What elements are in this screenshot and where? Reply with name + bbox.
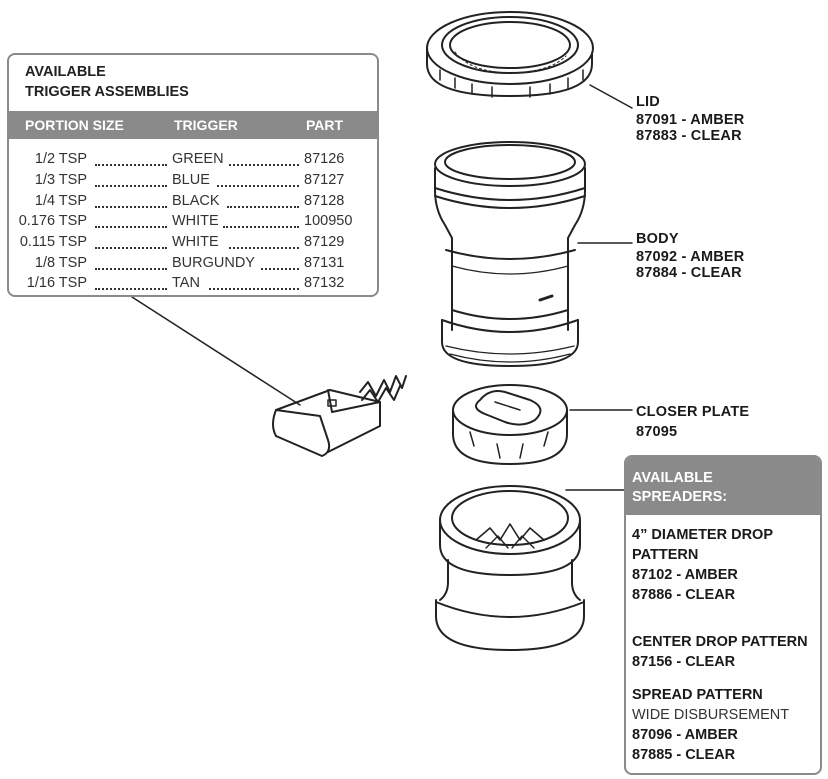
body-part-amber: 87092 - AMBER — [636, 249, 745, 265]
spreader-4in-clear: 87886 - CLEAR — [632, 587, 736, 603]
leader-dots — [95, 275, 167, 290]
portion-size-cell: 1/16 TSP — [26, 275, 87, 291]
table-title-line1: AVAILABLE — [25, 64, 106, 80]
spreaders-title-line2: SPREADERS: — [632, 489, 728, 505]
closer-plate-label: CLOSER PLATE 87095 — [636, 402, 749, 442]
leader-dots — [229, 151, 299, 166]
body-part-clear: 87884 - CLEAR — [636, 265, 742, 281]
lid-label: LID 87091 - AMBER 87883 - CLEAR — [636, 92, 744, 144]
spreader-spread-clear: 87885 - CLEAR — [632, 747, 736, 763]
closer-plate-name: CLOSER PLATE — [636, 404, 750, 420]
leader-dots — [95, 234, 167, 249]
header-part: PART — [306, 117, 344, 133]
leader-lines — [131, 84, 633, 491]
part-cell: 87127 — [304, 172, 345, 188]
leader-dots — [95, 151, 167, 166]
table-row: 1/2 TSP GREEN 87126 — [9, 151, 377, 172]
leader-dots — [229, 234, 299, 249]
table-row: 0.176 TSP WHITE 100950 — [9, 213, 377, 234]
lid-part-amber: 87091 - AMBER — [636, 112, 745, 128]
closer-plate-drawing — [452, 384, 568, 465]
part-cell: 87132 — [304, 275, 345, 291]
trigger-cell: GREEN — [172, 151, 224, 167]
spreaders-title-line1: AVAILABLE — [632, 470, 713, 486]
body-label: BODY 87092 - AMBER 87884 - CLEAR — [636, 229, 744, 281]
spreader-spread-pattern: SPREAD PATTERN WIDE DISBURSEMENT 87096 -… — [632, 685, 789, 765]
part-cell: 87128 — [304, 193, 345, 209]
spreader-spread-line1: SPREAD PATTERN — [632, 687, 763, 703]
leader-dots — [95, 193, 167, 208]
spreader-drawing — [435, 485, 585, 651]
leader-dots — [95, 172, 167, 187]
trigger-cell: WHITE — [172, 234, 219, 250]
table-title: AVAILABLE TRIGGER ASSEMBLIES — [25, 62, 189, 102]
spreader-center-line1: CENTER DROP PATTERN — [632, 634, 808, 650]
table-row: 1/3 TSP BLUE 87127 — [9, 172, 377, 193]
lid-name: LID — [636, 94, 660, 110]
body-drawing — [434, 141, 586, 367]
leader-dots — [227, 193, 299, 208]
portion-size-cell: 0.176 TSP — [18, 213, 87, 229]
lid-drawing — [426, 11, 594, 98]
spreaders-header: AVAILABLE SPREADERS: — [626, 457, 820, 515]
spreader-4in-drop: 4” DIAMETER DROP PATTERN 87102 - AMBER 8… — [632, 525, 773, 605]
spreader-4in-amber: 87102 - AMBER — [632, 567, 738, 583]
part-cell: 100950 — [304, 213, 353, 229]
trigger-cell: WHITE — [172, 213, 219, 229]
trigger-assemblies-table: AVAILABLE TRIGGER ASSEMBLIES PORTION SIZ… — [7, 53, 379, 297]
leader-dots — [217, 172, 299, 187]
spreader-spread-desc: WIDE DISBURSEMENT — [632, 707, 790, 723]
spreader-center-drop: CENTER DROP PATTERN 87156 - CLEAR — [632, 632, 808, 672]
table-header: PORTION SIZE TRIGGER PART — [9, 111, 377, 139]
table-title-line2: TRIGGER ASSEMBLIES — [25, 84, 189, 100]
trigger-cell: TAN — [172, 275, 200, 291]
part-cell: 87131 — [304, 255, 345, 271]
leader-dots — [95, 255, 167, 270]
leader-dots — [223, 213, 299, 228]
header-portion-size: PORTION SIZE — [25, 117, 124, 133]
table-row: 1/4 TSP BLACK 87128 — [9, 193, 377, 214]
trigger-cell: BURGUNDY — [172, 255, 255, 271]
spreader-spread-amber: 87096 - AMBER — [632, 727, 738, 743]
table-row: 1/8 TSP BURGUNDY 87131 — [9, 255, 377, 276]
table-row: 0.115 TSP WHITE 87129 — [9, 234, 377, 255]
leader-dots — [95, 213, 167, 228]
body-name: BODY — [636, 231, 679, 247]
trigger-cell: BLUE — [172, 172, 210, 188]
spreader-4in-line1: 4” DIAMETER DROP — [632, 527, 773, 543]
portion-size-cell: 0.115 TSP — [19, 234, 87, 250]
part-cell: 87129 — [304, 234, 345, 250]
lid-part-clear: 87883 - CLEAR — [636, 128, 742, 144]
spreaders-panel: AVAILABLE SPREADERS: 4” DIAMETER DROP PA… — [624, 455, 822, 775]
portion-size-cell: 1/3 TSP — [34, 172, 87, 188]
closer-plate-part: 87095 — [636, 424, 678, 440]
portion-size-cell: 1/4 TSP — [34, 193, 87, 209]
header-trigger: TRIGGER — [174, 117, 238, 133]
portion-size-cell: 1/2 TSP — [34, 151, 87, 167]
part-cell: 87126 — [304, 151, 345, 167]
table-row: 1/16 TSP TAN 87132 — [9, 275, 377, 295]
leader-dots — [261, 255, 299, 270]
trigger-cell: BLACK — [172, 193, 220, 209]
spreader-4in-line2: PATTERN — [632, 547, 699, 563]
spreader-center-clear: 87156 - CLEAR — [632, 654, 736, 670]
trigger-assembly-drawing — [272, 375, 407, 457]
portion-size-cell: 1/8 TSP — [34, 255, 87, 271]
leader-dots — [209, 275, 299, 290]
